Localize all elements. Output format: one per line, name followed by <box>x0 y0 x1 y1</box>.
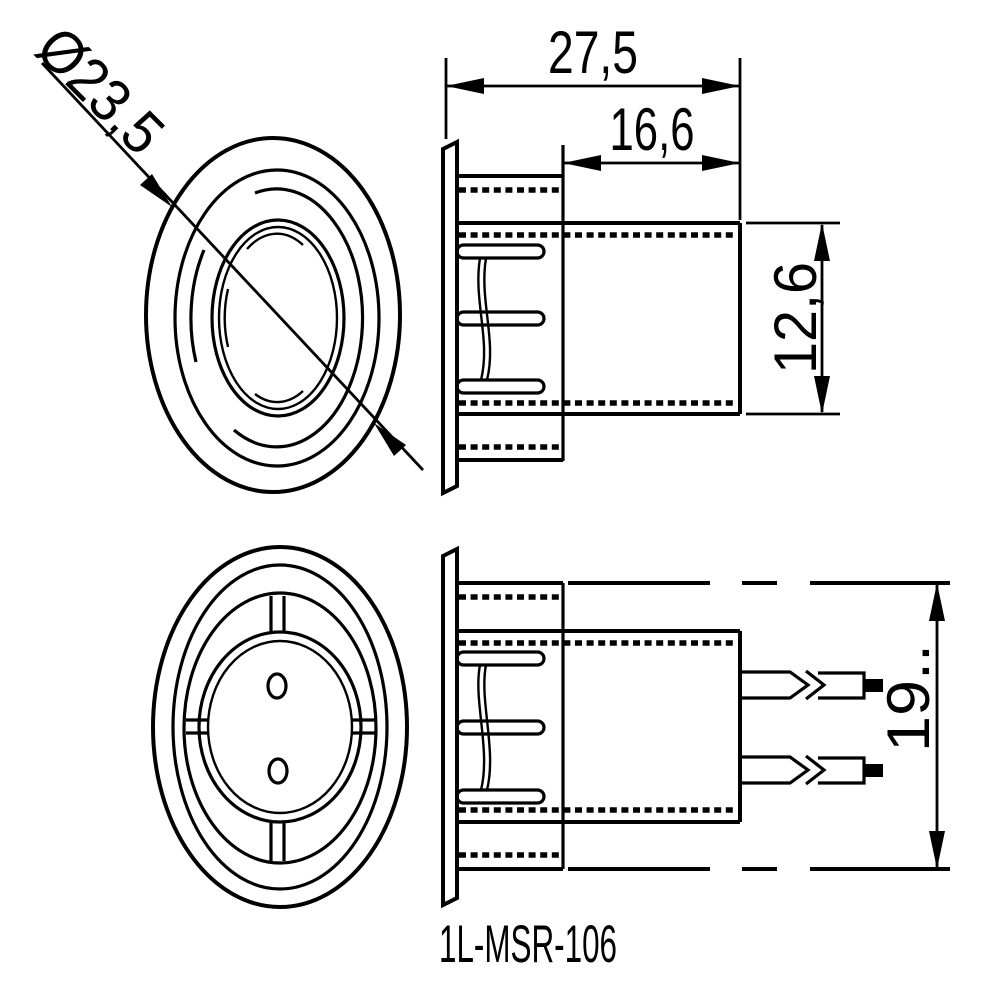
terminal-hole-lower <box>267 757 289 785</box>
diameter-arrowhead-upper <box>140 174 172 207</box>
spring-curve-line <box>477 664 486 791</box>
retention-prong <box>455 788 546 805</box>
diameter-arrowhead-lower <box>374 423 406 456</box>
arrowhead-down <box>814 376 830 414</box>
wire-lead-lower <box>740 754 883 786</box>
spoke-ring-outer-ellipse <box>182 591 378 865</box>
bore-inner-ellipse <box>217 225 339 411</box>
second-rim-ellipse <box>173 168 381 468</box>
spring-curve-line <box>483 664 492 791</box>
retention-prong <box>455 719 546 736</box>
dim-overall-length-label: 27,5 <box>548 19 638 86</box>
mounting-flange <box>441 545 459 909</box>
inner-ring-arc-left <box>189 249 206 363</box>
wire-insulation-segment <box>740 755 811 785</box>
side-view-bottom: 19.. <box>441 545 950 909</box>
bore-outer-ellipse <box>210 218 346 418</box>
spring-curve-line <box>477 257 486 381</box>
arrowhead-right <box>702 78 740 94</box>
arrowhead-left <box>446 78 484 94</box>
wire-lead-upper <box>740 669 883 701</box>
diameter-dimension-line <box>40 62 425 471</box>
retention-prong <box>455 243 546 260</box>
bore-highlight-arc-top <box>246 232 304 250</box>
wire-break-chevron <box>805 669 827 701</box>
outer-rim-ellipse <box>151 545 409 909</box>
retention-prong <box>455 650 546 667</box>
retention-prong <box>455 378 546 395</box>
inner-ring-arc-main <box>232 187 365 449</box>
mounting-flange <box>441 138 459 497</box>
dim-flange-diameter-label: Ø23,5 <box>24 14 177 167</box>
arrowhead-down <box>929 831 945 869</box>
second-rim-ellipse <box>171 563 389 891</box>
dim-body-length-label: 16,6 <box>610 96 695 163</box>
spring-curve-line <box>483 257 492 381</box>
center-ring-inner-ellipse <box>206 639 354 815</box>
outer-rim-ellipse <box>144 136 402 494</box>
arrowhead-right <box>702 155 740 171</box>
crimp-terminal <box>864 764 883 777</box>
bore-highlight-arc-bottom <box>254 390 304 404</box>
terminal-hole-upper <box>266 672 288 700</box>
crimp-terminal <box>864 679 883 692</box>
front-view-top: Ø23,5 <box>24 14 425 494</box>
part-number-label: 1L-MSR-106 <box>439 915 617 974</box>
arrowhead-up <box>929 583 945 621</box>
side-view-top: 27,5 16,6 12,6 <box>441 19 840 497</box>
center-ring-outer-ellipse <box>197 630 363 824</box>
rear-view-bottom <box>151 545 409 909</box>
wire-insulation-segment <box>740 670 811 700</box>
dim-depth-label: 19.. <box>875 644 942 752</box>
anti-rotation-spokes <box>186 596 375 861</box>
dim-body-diameter-label: 12,6 <box>762 262 829 374</box>
arrowhead-left <box>563 155 601 171</box>
arrowhead-up <box>814 223 830 261</box>
retention-prong <box>455 310 546 327</box>
wire-break-chevron <box>805 754 827 786</box>
bore-highlight-arc-left <box>223 288 230 348</box>
